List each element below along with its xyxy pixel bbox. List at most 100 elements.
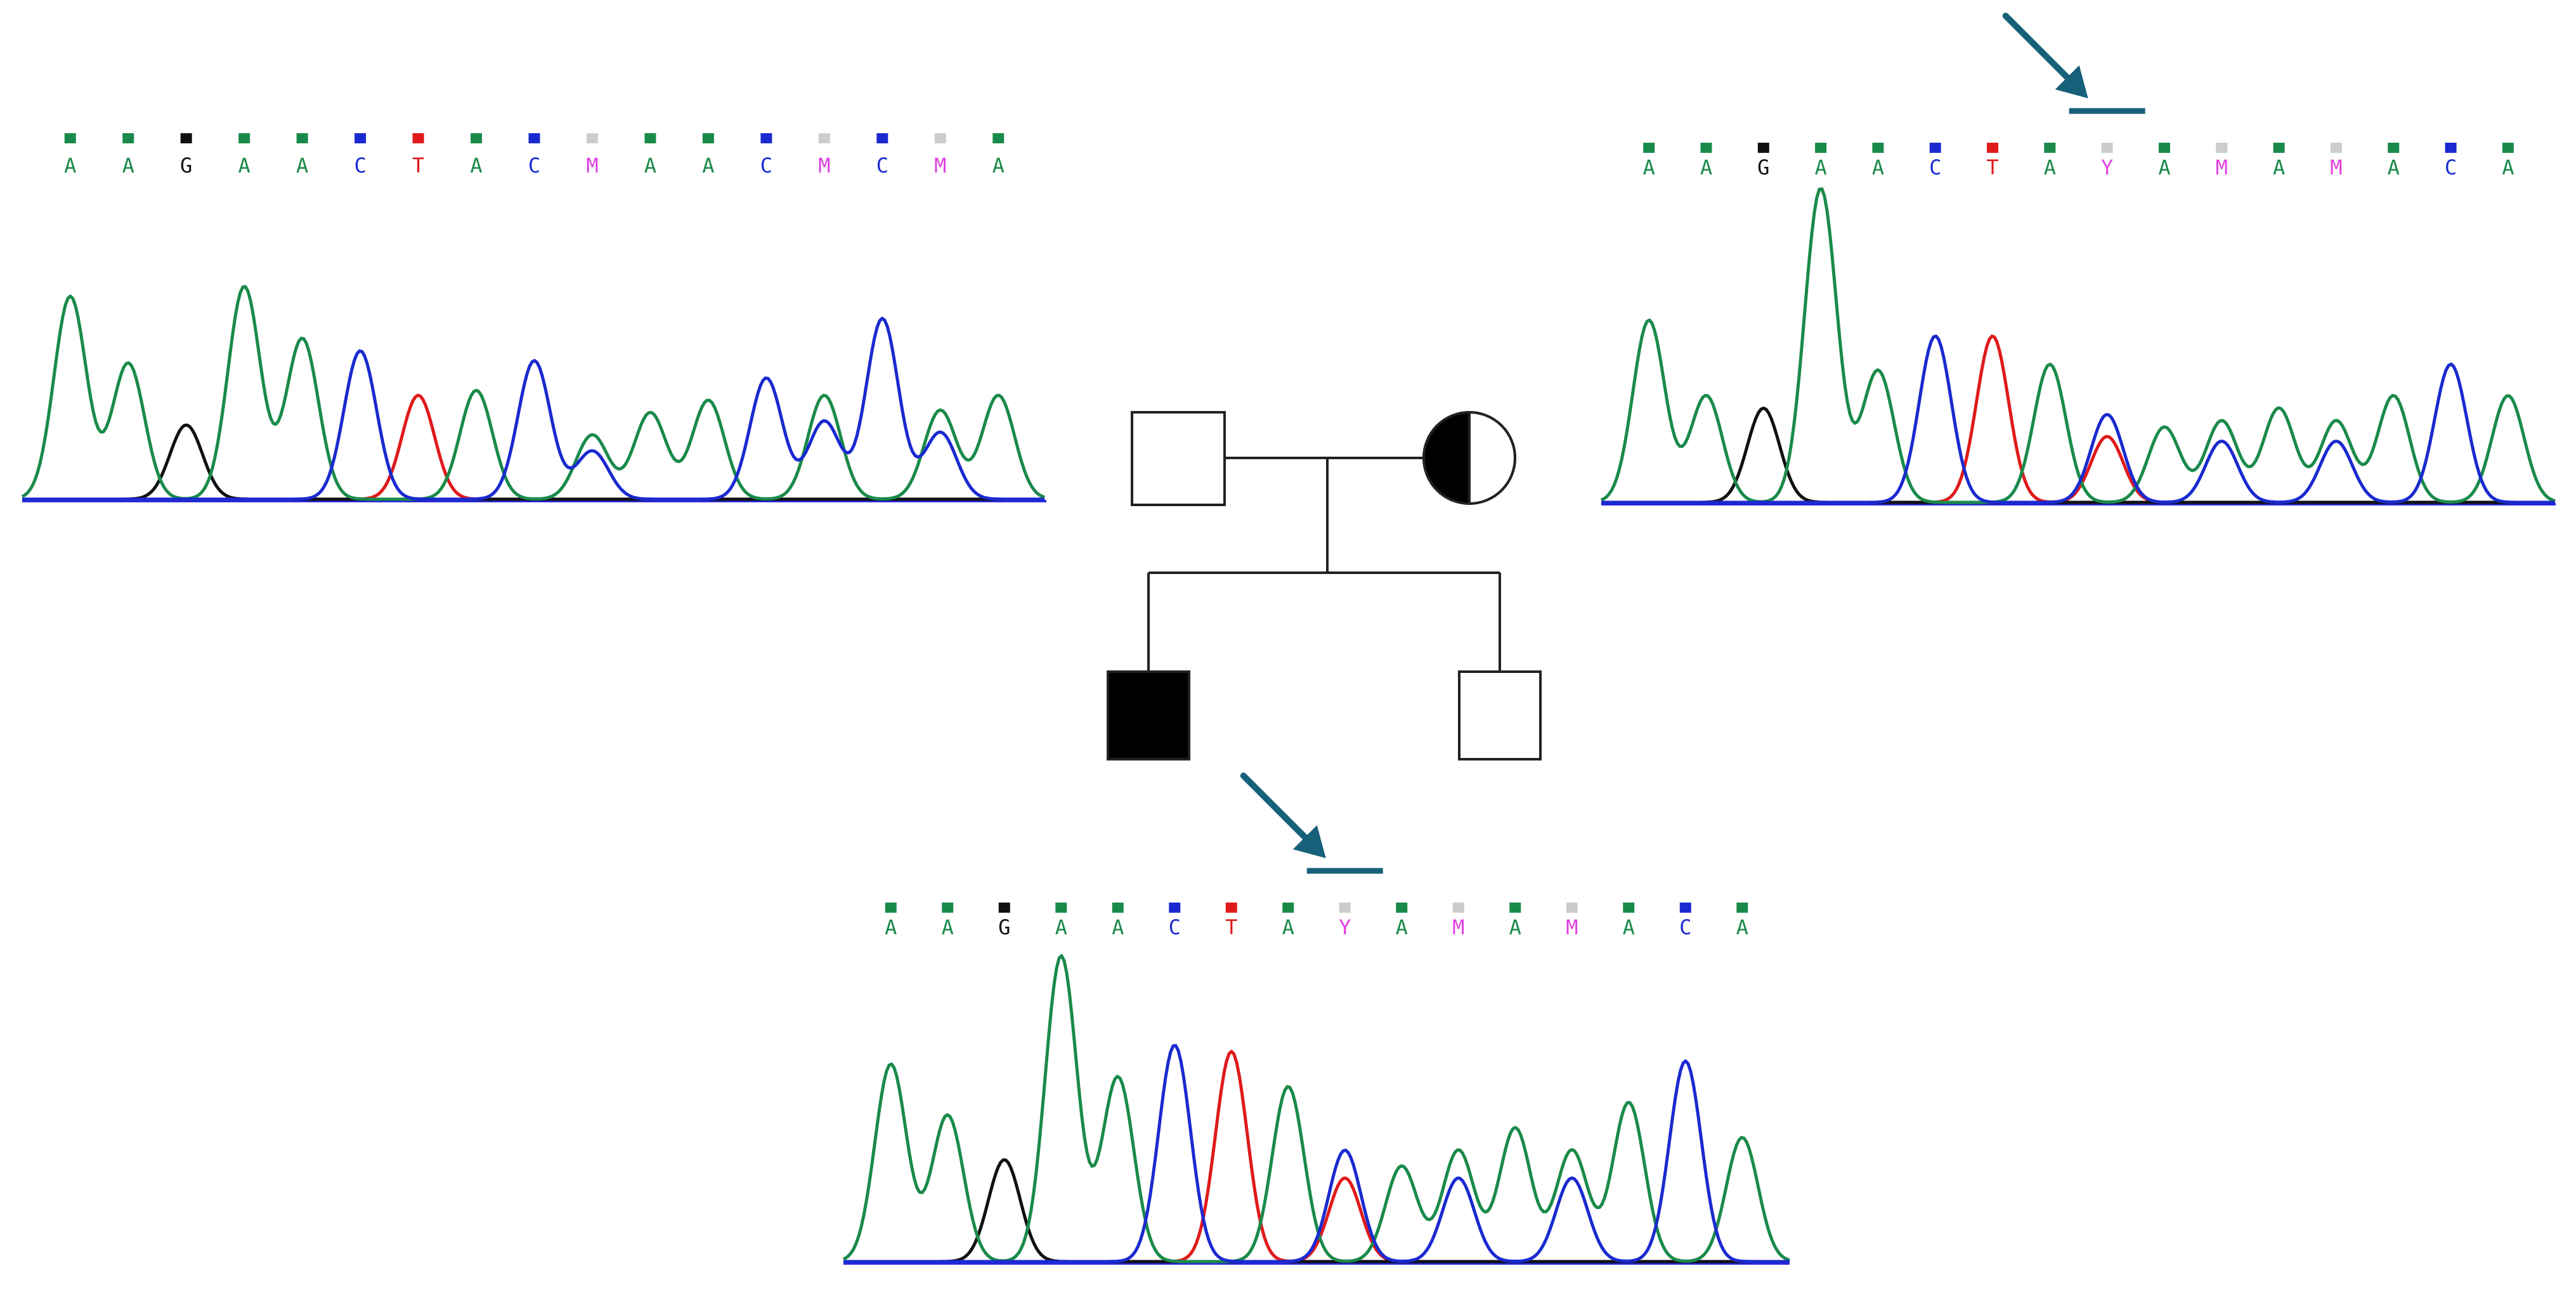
- quality-bar: [2158, 143, 2170, 153]
- base-call: Y: [2101, 155, 2113, 179]
- base-call: C: [1679, 915, 1691, 939]
- base-call: T: [1986, 155, 1998, 179]
- base-call: A: [942, 915, 954, 939]
- base-call: A: [992, 153, 1005, 178]
- quality-bar: [528, 133, 540, 143]
- quality-bar: [1509, 903, 1521, 913]
- quality-bar: [412, 133, 424, 143]
- quality-bar: [1643, 143, 1655, 153]
- pedigree: [1107, 411, 1542, 760]
- trace-C: [843, 1044, 1790, 1263]
- base-call: A: [1736, 915, 1748, 939]
- base-call: A: [1396, 915, 1408, 939]
- quality-bar: [238, 133, 250, 143]
- trace-C: [1601, 334, 2555, 504]
- trace-lines: [842, 954, 1790, 1265]
- base-call: G: [998, 915, 1010, 939]
- quality-bar: [2330, 143, 2342, 153]
- base-call: M: [2330, 155, 2342, 179]
- quality-bar: [1757, 143, 1769, 153]
- base-call: M: [1566, 915, 1578, 939]
- quality-bar: [2044, 143, 2056, 153]
- quality-bar: [1679, 903, 1691, 913]
- quality-bar: [1566, 903, 1578, 913]
- quality-bar: [180, 133, 192, 143]
- variant-marker: [1240, 773, 1383, 874]
- quality-bar: [885, 903, 897, 913]
- base-call: A: [122, 153, 134, 178]
- base-call: C: [876, 153, 888, 178]
- base-call: M: [1452, 915, 1464, 939]
- base-call: C: [760, 153, 772, 178]
- quality-bar: [1225, 903, 1237, 913]
- quality-bar: [644, 133, 656, 143]
- quality-bar: [934, 133, 946, 143]
- quality-bar: [1452, 903, 1464, 913]
- base-call: T: [412, 153, 424, 178]
- base-call: C: [1929, 155, 1941, 179]
- base-call: C: [528, 153, 540, 178]
- base-call: A: [1509, 915, 1521, 939]
- quality-bar: [1623, 903, 1635, 913]
- arrow-icon: [1240, 773, 1318, 850]
- base-call: M: [586, 153, 598, 178]
- quality-bar: [1815, 143, 1827, 153]
- base-call: A: [238, 153, 250, 178]
- mother-carrier-female: [1422, 411, 1516, 505]
- father-unaffected-male: [1131, 411, 1226, 506]
- son-affected-male: [1107, 670, 1190, 760]
- base-call: A: [644, 153, 656, 178]
- base-call: A: [1643, 155, 1655, 179]
- base-call: C: [2445, 155, 2457, 179]
- quality-bar: [2216, 143, 2228, 153]
- quality-bar: [64, 133, 76, 143]
- quality-bar: [998, 903, 1010, 913]
- quality-bar: [818, 133, 830, 143]
- quality-bar: [1055, 903, 1067, 913]
- quality-bar: [1736, 903, 1748, 913]
- trace-lines: [1600, 187, 2556, 506]
- base-quality-bars: [885, 903, 1748, 913]
- base-call: A: [1814, 155, 1826, 179]
- base-call: A: [1055, 915, 1067, 939]
- quality-bar: [1282, 903, 1294, 913]
- quality-bar: [296, 133, 308, 143]
- base-call: G: [180, 153, 192, 178]
- trace-T: [22, 393, 1044, 501]
- quality-bar: [876, 133, 888, 143]
- base-quality-bars: [1643, 143, 2514, 153]
- quality-bar: [1987, 143, 1999, 153]
- trace-A: [21, 285, 1045, 501]
- base-call: A: [1872, 155, 1884, 179]
- base-call: A: [2158, 155, 2170, 179]
- base-call: A: [1623, 915, 1635, 939]
- quality-bar: [355, 133, 367, 143]
- base-call: A: [1112, 915, 1124, 939]
- base-call: Y: [1339, 915, 1351, 939]
- base-call: A: [2273, 155, 2285, 179]
- base-call: M: [934, 153, 946, 178]
- arrow-icon: [2002, 13, 2080, 90]
- base-call: T: [1225, 915, 1237, 939]
- base-call: A: [64, 153, 76, 178]
- base-call: A: [1700, 155, 1712, 179]
- base-call: A: [1282, 915, 1294, 939]
- quality-bar: [1872, 143, 1884, 153]
- arrowhead-icon: [1292, 825, 1326, 858]
- variant-marker: [2002, 13, 2145, 114]
- quality-bar: [586, 133, 598, 143]
- quality-bar: [2388, 143, 2400, 153]
- quality-bar: [760, 133, 772, 143]
- quality-bar: [1339, 903, 1351, 913]
- quality-bar: [1929, 143, 1941, 153]
- quality-bar: [122, 133, 134, 143]
- base-call: A: [2502, 155, 2514, 179]
- base-call: C: [354, 153, 366, 178]
